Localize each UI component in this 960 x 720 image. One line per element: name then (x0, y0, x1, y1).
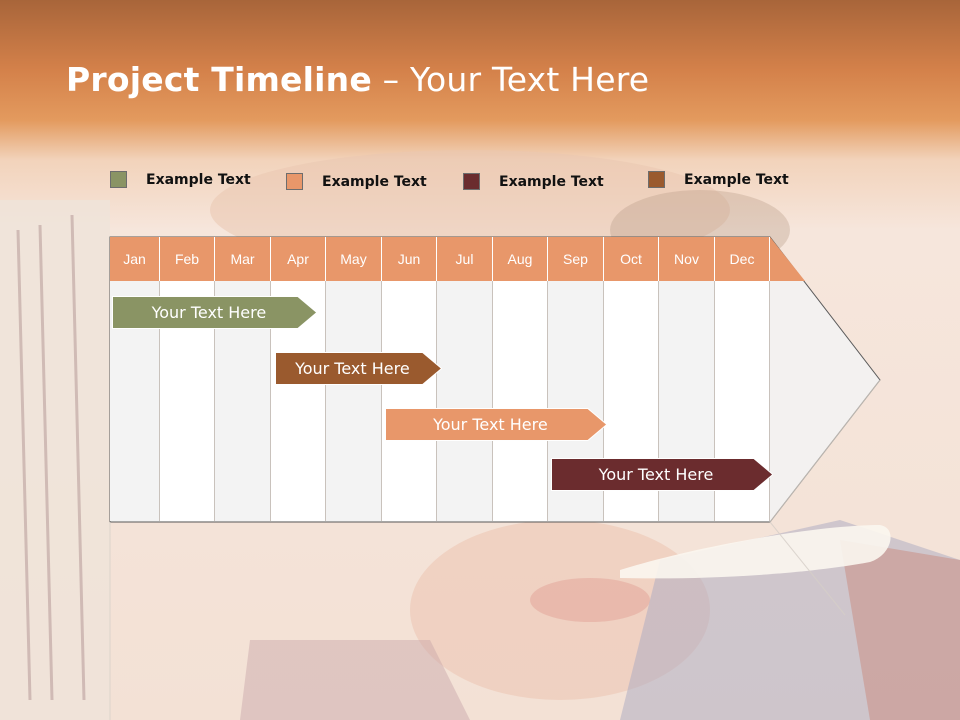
task-bar-shape (112, 296, 318, 329)
legend-swatch (110, 171, 127, 188)
month-label: Feb (174, 251, 200, 267)
month-header: Aug (493, 237, 548, 281)
task-bar-label: Your Text Here (151, 303, 267, 322)
month-header: Jan (110, 237, 160, 281)
month-label: Jun (397, 251, 421, 267)
task-bar[interactable]: Your Text Here (274, 352, 443, 385)
legend-item: Example Text (110, 171, 251, 188)
month-header: Dec (715, 237, 770, 281)
month-label: May (340, 251, 367, 267)
month-label: Apr (287, 251, 309, 267)
month-label: Aug (507, 251, 533, 267)
legend-label: Example Text (322, 173, 427, 190)
month-header: May (326, 237, 382, 281)
legend-swatch (286, 173, 303, 190)
slide-title: Project Timeline – Your Text Here (66, 60, 649, 99)
month-label: Jan (123, 251, 146, 267)
task-bar-label: Your Text Here (295, 359, 410, 378)
legend-item: Example Text (648, 171, 789, 188)
legend-swatch (463, 173, 480, 190)
legend-item: Example Text (463, 173, 604, 190)
legend-label: Example Text (499, 173, 604, 190)
legend-swatch (648, 171, 665, 188)
month-header: Jun (382, 237, 437, 281)
task-bar[interactable]: Your Text Here (385, 408, 608, 441)
task-bar[interactable]: Your Text Here (550, 458, 774, 491)
month-column (493, 281, 548, 521)
month-column (382, 281, 437, 521)
month-header: Oct (604, 237, 659, 281)
month-column (326, 281, 382, 521)
month-label: Dec (729, 251, 755, 267)
title-rest: – Your Text Here (371, 60, 650, 99)
month-header: Nov (659, 237, 715, 281)
task-bar-shape (550, 458, 774, 491)
month-label: Jul (455, 251, 474, 267)
task-bar[interactable]: Your Text Here (112, 296, 318, 329)
task-bar-label: Your Text Here (598, 465, 714, 484)
month-header: Feb (160, 237, 215, 281)
legend-label: Example Text (146, 171, 251, 188)
month-label: Sep (563, 251, 588, 267)
month-header: Apr (271, 237, 326, 281)
task-bar-label: Your Text Here (433, 415, 548, 434)
task-bar-shape (385, 408, 608, 441)
month-column (437, 281, 493, 521)
legend-label: Example Text (684, 171, 789, 188)
title-bold: Project Timeline (66, 60, 372, 99)
month-header: Mar (215, 237, 271, 281)
month-label: Mar (230, 251, 255, 267)
legend-item: Example Text (286, 173, 427, 190)
month-label: Oct (620, 251, 642, 267)
month-header: Sep (548, 237, 604, 281)
month-label: Nov (674, 251, 699, 267)
month-header: Jul (437, 237, 493, 281)
task-bar-shape (274, 352, 442, 385)
